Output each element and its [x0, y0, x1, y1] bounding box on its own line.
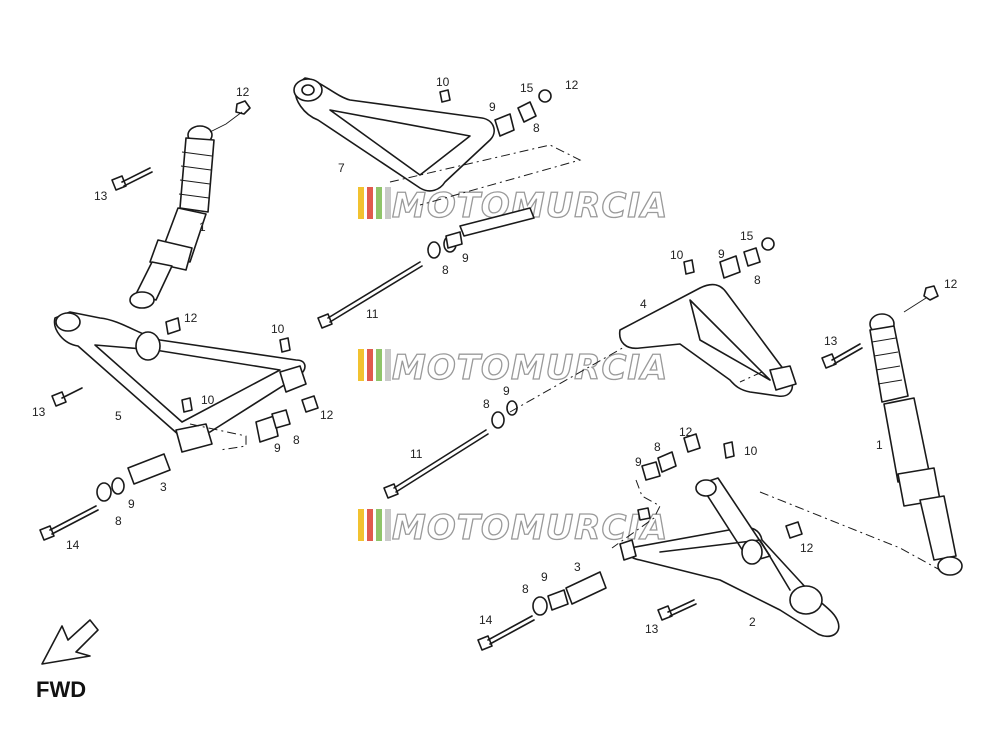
callout-left-shock: 1: [199, 220, 206, 234]
left-upper-arm: [293, 77, 495, 192]
callout-left-upper-nut: 12: [565, 78, 579, 92]
right-front-sleeve-3: [532, 571, 607, 616]
callout-right-shock-bolt: 13: [824, 334, 838, 348]
callout-right-upper-collar: 15: [740, 229, 754, 243]
right-shock-bolt-13: [821, 343, 863, 369]
watermark-bottom: MOTOMURCIA: [358, 507, 668, 549]
left-shock-nut-12: [235, 100, 251, 115]
callout-right-shock: 1: [876, 438, 883, 452]
watermark-text-top: MOTOMURCIA: [392, 186, 668, 226]
callout-left-lower-washer: 8: [293, 433, 300, 447]
callout-left-front-washer: 8: [115, 514, 122, 528]
callout-right-sleeve: 3: [574, 560, 581, 574]
right-shock-nut-12: [923, 285, 939, 301]
left-upper-pivot-shaft: [389, 144, 582, 237]
callout-left-upper-bush: 9: [489, 100, 496, 114]
left-lower-arm: [53, 311, 307, 453]
watermark-text-middle: MOTOMURCIA: [392, 348, 668, 388]
right-upper-bushings: [683, 237, 775, 279]
watermark-text-bottom: MOTOMURCIA: [392, 508, 668, 548]
left-shock-bolt-13: [111, 167, 153, 191]
callout-left-lower-bolt: 13: [32, 405, 46, 419]
callout-center-bolt-lower: 11: [410, 447, 423, 461]
right-arm-bolt-13: [657, 599, 697, 621]
callout-right-arm-bolt: 13: [645, 622, 659, 636]
callout-right-lower-grease: 10: [744, 444, 758, 458]
callout-left-upper-arm: 7: [338, 161, 345, 175]
callout-left-lower-nut-b: 12: [320, 408, 334, 422]
left-front-sleeve-3: [96, 453, 171, 502]
callout-left-upper-collar: 15: [520, 81, 534, 95]
left-shock-absorber: [129, 125, 215, 309]
callout-right-front-bush: 9: [541, 570, 548, 584]
callout-center-shaft-bush: 9: [462, 251, 469, 265]
callout-left-shock-bolt: 13: [94, 189, 108, 203]
callout-right-lower-arm: 2: [749, 615, 756, 629]
callout-right-upper-arm: 4: [640, 297, 647, 311]
right-upper-arm: [618, 283, 797, 398]
right-lower-arm: [619, 477, 840, 638]
right-upper-dashline: [739, 371, 763, 383]
callout-right-lower-nut-b: 12: [800, 541, 814, 555]
left-upper-bushings: [439, 89, 552, 137]
callout-left-lower-grease-a: 10: [271, 322, 285, 336]
left-lower-small-parts: [165, 317, 319, 443]
left-lower-bolt-13: [51, 387, 83, 407]
center-bolt-11-upper: [317, 261, 423, 329]
watermark-middle: MOTOMURCIA: [358, 347, 668, 389]
callout-right-long-bolt: 14: [479, 613, 493, 627]
center-bolt-11-lower: [383, 400, 518, 499]
callout-left-upper-washer: 8: [533, 121, 540, 135]
callout-right-upper-washer: 8: [754, 273, 761, 287]
left-long-bolt-14: [39, 505, 99, 541]
callout-left-upper-grease: 10: [436, 75, 450, 89]
callout-right-lower-washer: 8: [654, 440, 661, 454]
center-shaft-washers: [427, 231, 463, 259]
callout-left-front-bush: 9: [128, 497, 135, 511]
leader-right-shock-nut: [903, 297, 927, 313]
callout-right-shock-nut: 12: [944, 277, 958, 291]
callout-left-lower-bush: 9: [274, 441, 281, 455]
callout-left-long-bolt: 14: [66, 538, 80, 552]
callout-right-lower-bush: 9: [635, 455, 642, 469]
callout-center-bolt-upper: 11: [366, 307, 379, 321]
callout-right-front-washer: 8: [522, 582, 529, 596]
callout-left-sleeve: 3: [160, 480, 167, 494]
callout-left-lower-grease-b: 10: [201, 393, 215, 407]
callout-right-lower-nut: 12: [679, 425, 693, 439]
callout-left-lower-nut-a: 12: [184, 311, 198, 325]
callout-right-upper-grease: 10: [670, 248, 684, 262]
left-lower-dashline: [189, 423, 247, 451]
forward-arrow-icon: [41, 619, 99, 665]
right-long-bolt-14: [477, 615, 535, 651]
callout-left-shock-nut: 12: [236, 85, 250, 99]
right-lower-small-parts: [637, 433, 803, 539]
right-shock-absorber: [869, 313, 963, 576]
leader-left-shock-nut: [209, 111, 243, 133]
callout-left-lower-arm: 5: [115, 409, 122, 423]
callout-right-upper-bush: 9: [718, 247, 725, 261]
callout-center-shaft-washer: 8: [442, 263, 449, 277]
callout-center-mid-bush: 9: [503, 384, 510, 398]
forward-label: FWD: [36, 677, 86, 702]
center-lower-dashline: [509, 345, 627, 413]
callout-center-mid-washer: 8: [483, 397, 490, 411]
